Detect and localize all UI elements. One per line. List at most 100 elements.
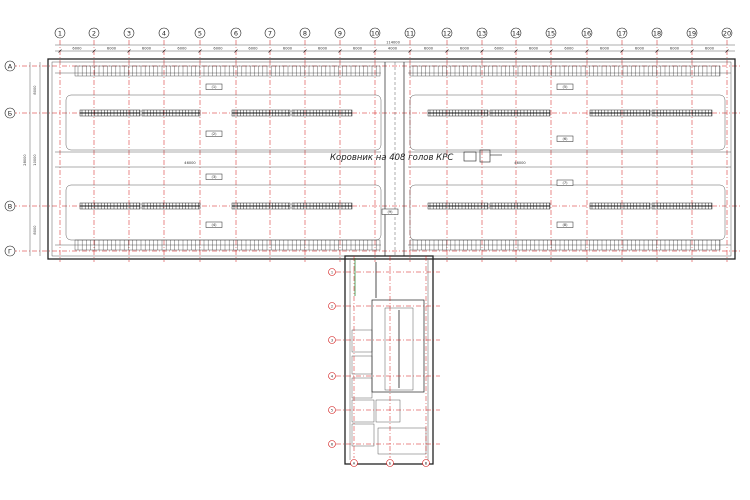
top-spacing-label: 6000 <box>564 47 574 51</box>
dim-tick <box>198 49 202 53</box>
inner-dim-left: 46000 <box>184 161 196 165</box>
axis-marker-20 <box>721 27 733 39</box>
pen-frame-1 <box>65 184 382 241</box>
stall-row-top-right <box>409 65 721 77</box>
annex-axis-marker <box>328 372 336 380</box>
axis-marker-3 <box>123 27 135 39</box>
annex-axis-label: 1 <box>331 271 333 275</box>
room-tag-box <box>205 130 223 137</box>
annex-outline <box>344 255 434 465</box>
axis-label-14: 14 <box>512 30 520 38</box>
room-tag-box <box>556 135 574 142</box>
room-mark-3: (3) <box>211 175 217 179</box>
annex-core <box>371 299 425 393</box>
axis-label-4: 4 <box>162 30 166 38</box>
left-dim-label: 8000 <box>33 85 37 95</box>
axis-label-11: 11 <box>406 30 414 38</box>
annex-axis-label: 2 <box>331 305 333 309</box>
annex-axis-marker <box>328 268 336 276</box>
annex-room-6 <box>377 427 427 455</box>
room-tag-box <box>205 173 223 180</box>
pen-frame-2 <box>409 94 726 151</box>
axis-marker-1 <box>54 27 66 39</box>
axis-marker-Б <box>4 107 16 119</box>
axis-marker-9 <box>334 27 346 39</box>
axis-label-Б: Б <box>8 109 12 117</box>
room-mark-5: (5) <box>562 85 568 89</box>
room-mark-8: (8) <box>562 223 568 227</box>
stall-rows <box>74 65 721 251</box>
dim-tick <box>338 49 342 53</box>
axis-label-7: 7 <box>268 30 272 38</box>
axis-marker-В <box>4 200 16 212</box>
axis-marker-18 <box>651 27 663 39</box>
stall-row-top-left <box>74 65 381 77</box>
top-spacing-label: 6000 <box>142 47 152 51</box>
axis-marker-14 <box>510 27 522 39</box>
dim-tick <box>373 49 377 53</box>
dim-tick <box>480 49 484 53</box>
annex-col-label: В <box>425 462 428 466</box>
annex-axis-marker <box>328 406 336 414</box>
annex-axis-marker <box>328 440 336 448</box>
top-spacing-label: 6000 <box>213 47 223 51</box>
axis-marker-15 <box>545 27 557 39</box>
top-spacing-label: 6000 <box>353 47 363 51</box>
axis-marker-А <box>4 60 16 72</box>
annex-room-1 <box>351 355 373 375</box>
room-mark-1: (1) <box>211 85 217 89</box>
dim-tick <box>514 49 518 53</box>
dim-tick <box>655 49 659 53</box>
annex-axis-label: 3 <box>331 339 333 343</box>
equipment-symbol-2 <box>479 149 491 163</box>
top-spacing-label: 6000 <box>460 47 470 51</box>
annex-axis-label: 4 <box>331 375 334 379</box>
axis-marker-17 <box>616 27 628 39</box>
axis-label-16: 16 <box>583 30 591 38</box>
axis-marker-4 <box>158 27 170 39</box>
top-spacing-label: 6000 <box>705 47 715 51</box>
axis-marker-19 <box>686 27 698 39</box>
axis-label-17: 17 <box>618 30 626 38</box>
axis-marker-Г <box>4 245 16 257</box>
axis-marker-12 <box>441 27 453 39</box>
left-total-label: 28000 <box>23 154 27 166</box>
axis-marker-7 <box>264 27 276 39</box>
stall-row-bottom-right <box>409 239 721 251</box>
top-spacing-label: 6000 <box>283 47 293 51</box>
axis-label-19: 19 <box>688 30 696 38</box>
axis-label-Г: Г <box>8 247 12 255</box>
room-tag-box <box>556 83 574 90</box>
dim-tick <box>690 49 694 53</box>
annex-block <box>328 255 440 467</box>
axis-marker-11 <box>404 27 416 39</box>
top-spacing-label: 6000 <box>600 47 610 51</box>
top-spacing-label: 6000 <box>670 47 680 51</box>
dim-tick <box>620 49 624 53</box>
dim-tick <box>162 49 166 53</box>
dim-tick <box>585 49 589 53</box>
stall-row-bottom-left <box>74 239 381 251</box>
annex-room-3 <box>351 399 375 423</box>
room-tag-box <box>205 83 223 90</box>
annex-room-0 <box>351 329 373 353</box>
axis-label-9: 9 <box>338 30 342 38</box>
top-spacing-label: 6000 <box>635 47 645 51</box>
plan-title: Коровник на 408 голов КРС <box>330 153 453 163</box>
left-dim-label: 8000 <box>33 225 37 235</box>
axis-marker-2 <box>88 27 100 39</box>
axis-label-13: 13 <box>478 30 486 38</box>
annex-pit <box>384 307 414 391</box>
annex-col-label: А <box>353 462 356 466</box>
top-spacing-label: 6000 <box>529 47 539 51</box>
axis-label-6: 6 <box>234 30 238 38</box>
dim-tick <box>725 49 729 53</box>
top-spacing-label: 6000 <box>177 47 187 51</box>
room-mark-9: (9) <box>387 210 393 214</box>
annex-room-4 <box>375 399 401 423</box>
outer-wall <box>47 58 736 260</box>
axis-marker-13 <box>476 27 488 39</box>
annex-axis-marker <box>328 336 336 344</box>
axis-label-18: 18 <box>653 30 661 38</box>
